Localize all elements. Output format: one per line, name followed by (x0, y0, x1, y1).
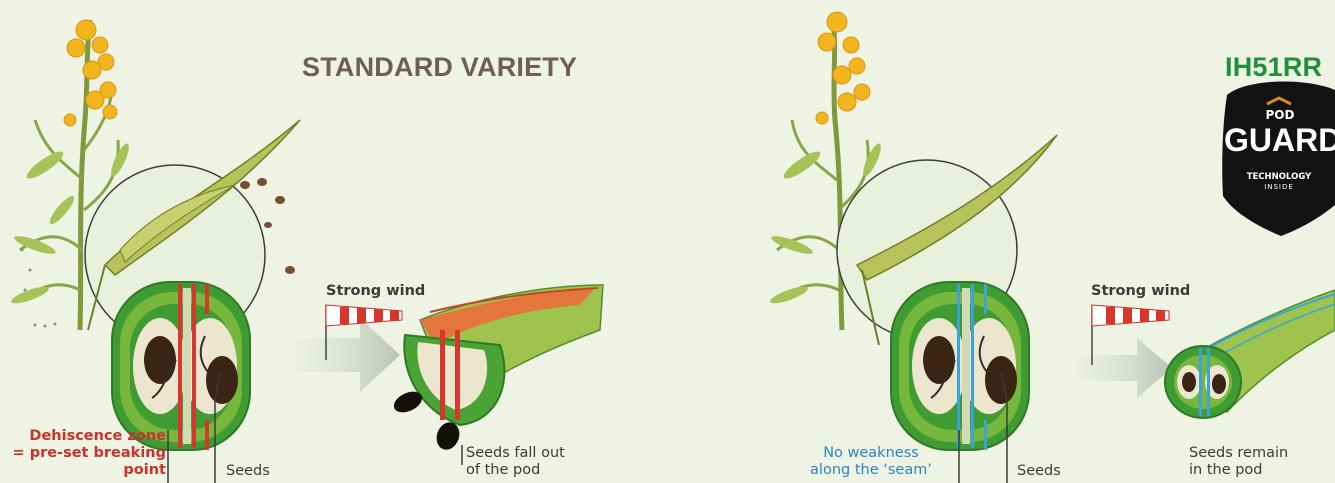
pod-cross-section (112, 282, 250, 450)
seeds-label: Seeds (226, 463, 270, 480)
dehiscence-line-2: = pre-set breaking (0, 445, 166, 462)
result-line-1: Seeds remain (1189, 445, 1288, 462)
direction-arrow (295, 318, 400, 392)
seeds-label: Seeds (1017, 463, 1061, 480)
split-pod (391, 285, 603, 453)
dehiscence-zone-label: Dehiscence zone = pre-set breaking point (0, 428, 166, 479)
pod-cross-section (891, 282, 1029, 450)
no-weakness-label: No weakness along the ‘seam’ (791, 445, 951, 479)
badge-guard-word: GUARD (1224, 122, 1335, 158)
dehiscence-line-1: Dehiscence zone (0, 428, 166, 445)
no-weakness-line-2: along the ‘seam’ (791, 462, 951, 479)
badge-main-text: GUARD™ (1224, 122, 1335, 159)
standard-title: STANDARD VARIETY (302, 52, 577, 83)
intact-pod-sealed (1165, 290, 1335, 418)
badge-technology-text: TECHNOLOGY (1229, 172, 1329, 182)
dehiscence-line-3: point (0, 462, 166, 479)
result-line-2: in the pod (1189, 462, 1288, 479)
ih51rr-panel: IH51RR POD GUARD™ TECHNOLOGY INSIDE Stro… (667, 0, 1335, 483)
result-line-1: Seeds fall out (466, 445, 565, 462)
yellow-flowers (64, 20, 117, 126)
badge-inside-text: INSIDE (1229, 183, 1329, 191)
no-weakness-line-1: No weakness (791, 445, 951, 462)
result-line-2: of the pod (466, 462, 565, 479)
seeds-fall-out-label: Seeds fall out of the pod (466, 445, 565, 479)
standard-variety-panel: STANDARD VARIETY Strong wind Dehiscence … (0, 0, 667, 483)
yellow-flowers (816, 12, 870, 124)
strong-wind-label: Strong wind (326, 283, 425, 300)
ih51rr-title: IH51RR (1225, 52, 1322, 83)
seeds-remain-label: Seeds remain in the pod (1189, 445, 1288, 479)
strong-wind-label: Strong wind (1091, 283, 1190, 300)
